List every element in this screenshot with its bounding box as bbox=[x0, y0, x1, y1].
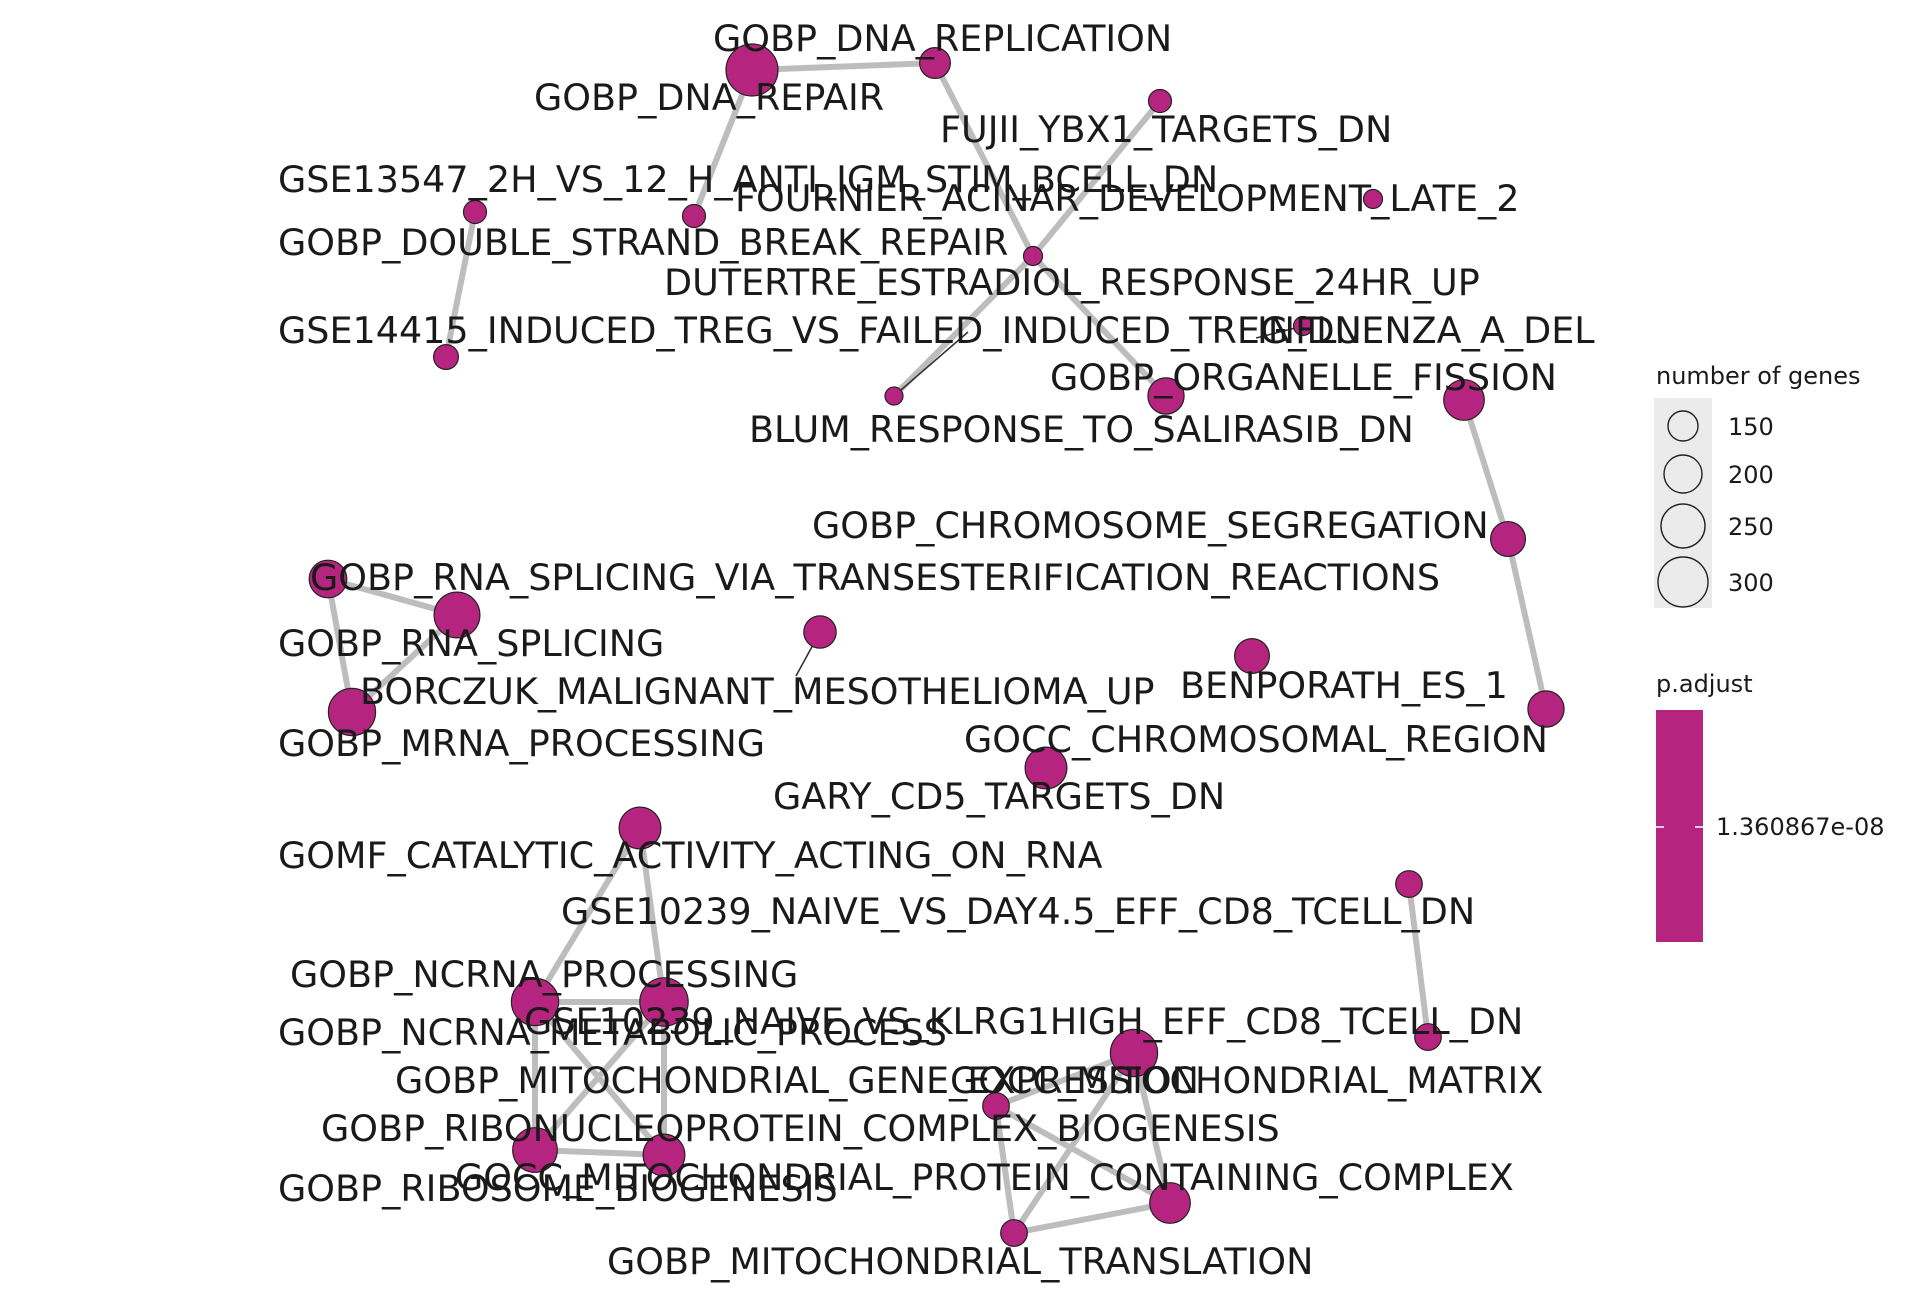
node-label: BLUM_RESPONSE_TO_SALIRASIB_DN bbox=[749, 408, 1414, 451]
node-label: GOBP_ORGANELLE_FISSION bbox=[1050, 356, 1557, 399]
node-label: GOBP_RIBOSOME_BIOGENESIS bbox=[278, 1167, 838, 1210]
edge bbox=[891, 253, 1036, 399]
color-legend-value: 1.360867e-08 bbox=[1716, 813, 1884, 841]
node-circle[interactable] bbox=[1147, 377, 1185, 415]
node-label: GOCC_MITOCHONDRIAL_PROTEIN_CONTAINING_CO… bbox=[455, 1156, 1514, 1199]
edge bbox=[993, 1103, 1173, 1206]
node-circle[interactable] bbox=[642, 1133, 686, 1177]
node-circle[interactable] bbox=[1149, 1182, 1191, 1224]
node-label: GOBP_MITOCHONDRIAL_GENE_EXPRESSION bbox=[395, 1059, 1199, 1102]
edge bbox=[637, 825, 667, 1005]
node-circle[interactable] bbox=[1292, 315, 1314, 337]
edge bbox=[532, 999, 667, 1153]
edge bbox=[1030, 253, 1169, 399]
node-label: FUJII_YBX1_TARGETS_DN bbox=[940, 108, 1392, 151]
node-label: GSE14415_INDUCED_TREG_VS_FAILED_INDUCED_… bbox=[278, 309, 1362, 352]
node-label: GOBP_RNA_SPLICING bbox=[278, 622, 664, 665]
size-legend-items: 150 200 250 300 bbox=[1657, 410, 1774, 608]
node-circle[interactable] bbox=[681, 203, 707, 229]
color-legend-bar bbox=[1656, 710, 1703, 942]
node-label: GOBP_MRNA_PROCESSING bbox=[278, 722, 765, 765]
node-label: GOMF_CATALYTIC_ACTIVITY_ACTING_ON_RNA bbox=[278, 834, 1102, 877]
size-legend-circle bbox=[1663, 454, 1703, 494]
node-circle[interactable] bbox=[1024, 746, 1068, 790]
edge bbox=[1131, 1050, 1173, 1206]
size-legend-label: 250 bbox=[1728, 513, 1774, 541]
node-circle[interactable] bbox=[1395, 870, 1423, 898]
node-circle[interactable] bbox=[512, 1127, 558, 1173]
node-circle[interactable] bbox=[1147, 88, 1173, 114]
node-label: GSE10239_NAIVE_VS_DAY4.5_EFF_CD8_TCELL_D… bbox=[561, 890, 1475, 933]
node-label: BENPORATH_ES_1 bbox=[1180, 664, 1508, 707]
node-circle[interactable] bbox=[725, 43, 779, 97]
edge bbox=[993, 1103, 1017, 1236]
node-label: GOCC_MITOCHONDRIAL_MATRIX bbox=[950, 1059, 1543, 1102]
color-legend-title: p.adjust bbox=[1656, 670, 1753, 698]
edge bbox=[993, 1050, 1137, 1109]
node-circle[interactable] bbox=[618, 806, 662, 850]
edge bbox=[1011, 1050, 1137, 1236]
node-circle[interactable] bbox=[1527, 690, 1565, 728]
node-circle[interactable] bbox=[1233, 637, 1270, 674]
node-circle[interactable] bbox=[1000, 1219, 1028, 1247]
edge bbox=[1505, 536, 1549, 712]
size-legend-circle bbox=[1667, 410, 1699, 442]
size-legend-label: 300 bbox=[1728, 569, 1774, 597]
node-label: GOBP_RIBONUCLEOPROTEIN_COMPLEX_BIOGENESI… bbox=[321, 1107, 1280, 1150]
edge bbox=[1461, 397, 1511, 542]
node-circle[interactable] bbox=[433, 344, 460, 371]
node-circle[interactable] bbox=[639, 977, 689, 1027]
node-circle[interactable] bbox=[433, 591, 481, 639]
node-label: INFLUENZA_A_DEL bbox=[1257, 309, 1595, 352]
node-circle[interactable] bbox=[1443, 379, 1485, 421]
legend: number of genes 150 200 250 300 p.adjust 1.… bbox=[1654, 362, 1884, 942]
node-label: GOBP_NCRNA_PROCESSING bbox=[290, 953, 798, 996]
node-label: GOBP_MITOCHONDRIAL_TRANSLATION bbox=[607, 1240, 1313, 1283]
node-circle[interactable] bbox=[1414, 1023, 1442, 1051]
size-legend-label: 150 bbox=[1728, 413, 1774, 441]
node-label: GOBP_CHROMOSOME_SEGREGATION bbox=[812, 504, 1489, 547]
edge bbox=[532, 825, 643, 1005]
node-label: GSE13547_2H_VS_12_H_ANTI_IGM_STIM_BCELL_… bbox=[278, 158, 1218, 201]
node-label: GARY_CD5_TARGETS_DN bbox=[773, 775, 1225, 818]
node-circle[interactable] bbox=[462, 199, 488, 225]
node-circle[interactable] bbox=[803, 615, 837, 649]
node-label: GOBP_DOUBLE_STRAND_BREAK_REPAIR bbox=[278, 221, 1008, 264]
node-label: GOCC_CHROMOSOMAL_REGION bbox=[964, 718, 1548, 761]
size-legend-circle bbox=[1657, 556, 1709, 608]
node-circle[interactable] bbox=[510, 977, 560, 1027]
size-legend-title: number of genes bbox=[1656, 362, 1861, 390]
node-label: FOURNIER_ACINAR_DEVELOPMENT_LATE_2 bbox=[735, 177, 1520, 220]
node-circle[interactable] bbox=[1489, 520, 1526, 557]
edge bbox=[1011, 1200, 1173, 1236]
node-label: GOBP_DNA_REPLICATION bbox=[713, 17, 1172, 60]
node-label: GSE10239_NAIVE_VS_KLRG1HIGH_EFF_CD8_TCEL… bbox=[524, 1000, 1523, 1043]
node-circle[interactable] bbox=[1109, 1028, 1159, 1078]
node-circle[interactable] bbox=[884, 386, 904, 406]
size-legend-key-background bbox=[1654, 398, 1712, 608]
node-label: GOBP_RNA_SPLICING_VIA_TRANSESTERIFICATIO… bbox=[310, 556, 1440, 599]
nodes-layer bbox=[308, 43, 1565, 1247]
edge bbox=[1406, 881, 1431, 1040]
node-circle[interactable] bbox=[1022, 245, 1044, 267]
node-circle[interactable] bbox=[918, 46, 951, 79]
size-legend-circle bbox=[1660, 503, 1706, 549]
edge bbox=[749, 60, 938, 73]
edge bbox=[1030, 98, 1163, 259]
node-label: DUTERTRE_ESTRADIOL_RESPONSE_24HR_UP bbox=[664, 261, 1480, 304]
node-label: BORCZUK_MALIGNANT_MESOTHELIOMA_UP bbox=[360, 670, 1155, 713]
edge bbox=[443, 209, 478, 360]
node-label: GOBP_DNA_REPAIR bbox=[534, 76, 884, 119]
label-leader-line bbox=[893, 331, 969, 397]
node-circle[interactable] bbox=[982, 1092, 1010, 1120]
size-legend-label: 200 bbox=[1728, 461, 1774, 489]
edge bbox=[932, 60, 1036, 259]
node-circle[interactable] bbox=[1362, 188, 1384, 210]
node-circle[interactable] bbox=[327, 687, 377, 737]
node-label: GOBP_NCRNA_METABOLIC_PROCESS bbox=[278, 1011, 947, 1054]
labels-layer: GOBP_DNA_REPLICATION GOBP_DNA_REPAIR FUJII… bbox=[278, 17, 1595, 1283]
edges-layer bbox=[325, 60, 1549, 1236]
node-circle[interactable] bbox=[308, 559, 348, 599]
